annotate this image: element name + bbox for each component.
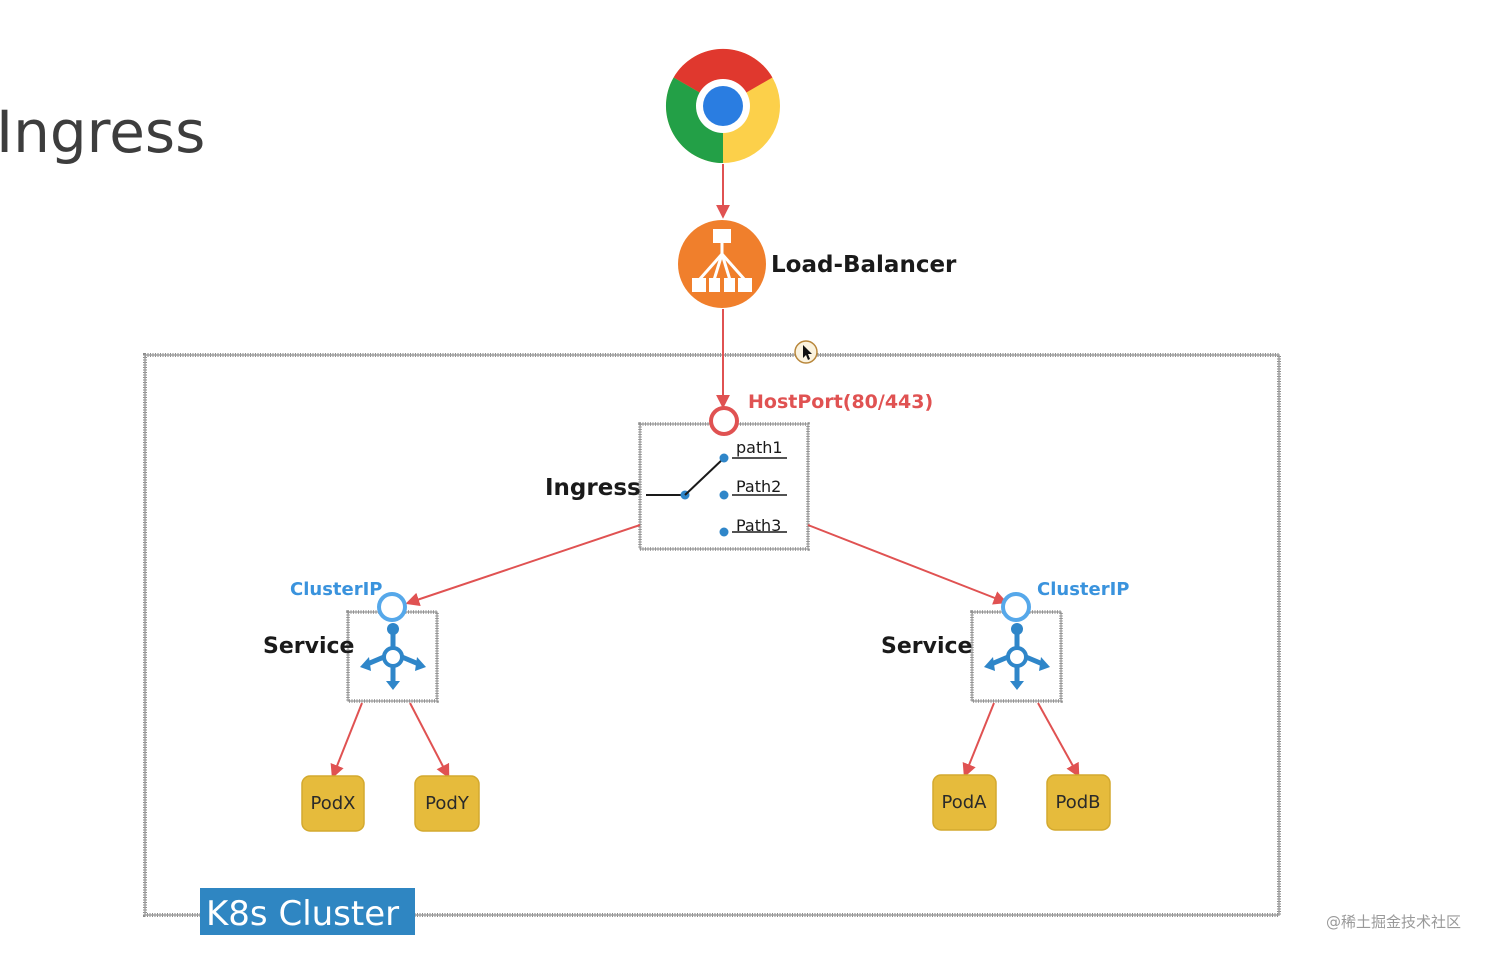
pod-a: PodA bbox=[932, 774, 997, 831]
cluster-label-background bbox=[200, 888, 415, 935]
service-left bbox=[346, 592, 439, 703]
ingress-path-3: Path3 bbox=[736, 516, 781, 535]
arrow-service-right-to-podb bbox=[1037, 702, 1080, 778]
pod-x-label: PodX bbox=[311, 793, 356, 814]
pod-a-label: PodA bbox=[942, 792, 988, 813]
ingress-label: Ingress bbox=[545, 475, 641, 501]
arrow-service-left-to-podx bbox=[330, 702, 363, 779]
service-label-right: Service bbox=[881, 634, 972, 659]
ingress-path-2: Path2 bbox=[736, 477, 781, 496]
pod-x: PodX bbox=[301, 775, 365, 832]
cluster-ip-label-left: ClusterIP bbox=[290, 579, 383, 600]
cluster-label-text: K8s Cluster bbox=[206, 894, 399, 934]
cluster-ip-label-right: ClusterIP bbox=[1037, 579, 1130, 600]
k8s-cluster-label: K8s Cluster bbox=[200, 888, 415, 935]
pod-y: PodY bbox=[414, 775, 480, 832]
service-icon bbox=[984, 623, 1050, 690]
ingress-switch bbox=[646, 453, 787, 537]
arrow-service-right-to-poda bbox=[962, 702, 995, 778]
mouse-cursor-icon bbox=[794, 340, 818, 364]
service-icon bbox=[360, 623, 426, 690]
watermark: @稀土掘金技术社区 bbox=[1326, 913, 1461, 931]
host-port-label: HostPort(80/443) bbox=[748, 391, 933, 413]
service-right bbox=[970, 592, 1063, 703]
chrome-icon bbox=[665, 48, 780, 164]
slide-title: Ingress bbox=[0, 98, 205, 166]
load-balancer-label: Load-Balancer bbox=[771, 252, 957, 278]
arrow-service-left-to-pody bbox=[409, 702, 450, 779]
host-port-circle bbox=[709, 406, 739, 436]
arrow-ingress-to-service-right bbox=[807, 524, 1008, 605]
load-balancer-icon bbox=[678, 220, 766, 308]
ingress-path-1: path1 bbox=[736, 438, 783, 457]
arrow-ingress-to-service-left bbox=[405, 524, 641, 607]
pod-b-label: PodB bbox=[1056, 792, 1101, 813]
cluster-ip-circle-left bbox=[377, 592, 407, 622]
pod-y-label: PodY bbox=[425, 793, 470, 814]
k8s-cluster-frame-inner bbox=[144, 354, 1280, 916]
pod-b: PodB bbox=[1046, 774, 1111, 831]
service-label-left: Service bbox=[263, 634, 354, 659]
cluster-ip-circle-right bbox=[1001, 592, 1031, 622]
